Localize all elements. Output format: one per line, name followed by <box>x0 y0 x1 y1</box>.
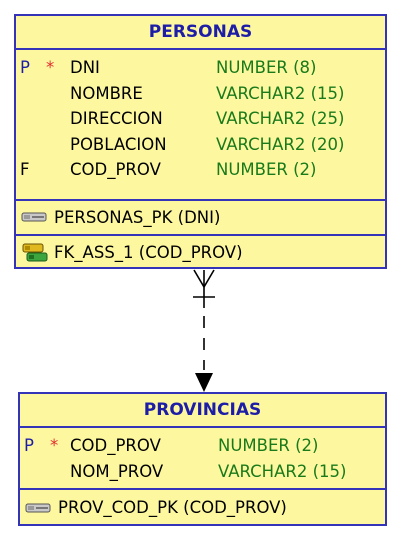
foreign-key-label: FK_ASS_1 (COD_PROV) <box>54 243 243 262</box>
key-icon <box>21 207 47 229</box>
column-type: VARCHAR2 (25) <box>216 109 345 128</box>
mandatory-mark: * <box>50 436 59 455</box>
column-type: NUMBER (2) <box>218 436 319 455</box>
entity-title: PERSONAS <box>16 16 385 50</box>
crows-foot-marker <box>193 269 215 308</box>
column-name: DIRECCION <box>70 109 163 128</box>
column-name: COD_PROV <box>70 160 161 179</box>
column-name: NOM_PROV <box>70 461 164 481</box>
column-type: NUMBER (2) <box>216 160 317 179</box>
column-type: VARCHAR2 (15) <box>218 461 347 481</box>
column-row[interactable]: DIRECCION VARCHAR2 (25) <box>16 106 385 132</box>
arrow-head <box>195 373 213 392</box>
columns-section: P * COD_PROV NUMBER (2) NOM_PROV VARCHAR… <box>20 428 385 490</box>
column-row[interactable]: NOM_PROV VARCHAR2 (15) <box>20 459 385 485</box>
entity-title: PROVINCIAS <box>20 394 385 428</box>
primary-key-flag: P <box>20 58 30 77</box>
primary-key-section[interactable]: PROV_COD_PK (COD_PROV) <box>20 490 385 526</box>
column-name: DNI <box>70 58 100 77</box>
column-row[interactable]: POBLACION VARCHAR2 (20) <box>16 132 385 158</box>
columns-section: P * DNI NUMBER (8) NOMBRE VARCHAR2 (15) … <box>16 50 385 201</box>
column-type: VARCHAR2 (20) <box>216 134 345 154</box>
foreign-key-section[interactable]: FK_ASS_1 (COD_PROV) <box>16 236 385 271</box>
key-icon <box>25 498 51 520</box>
primary-key-section[interactable]: PERSONAS_PK (DNI) <box>16 201 385 236</box>
entity-provincias[interactable]: PROVINCIAS P * COD_PROV NUMBER (2) NOM_P… <box>18 392 387 526</box>
column-row[interactable]: P * DNI NUMBER (8) <box>16 55 385 81</box>
mandatory-mark: * <box>46 58 55 77</box>
column-name: POBLACION <box>70 134 167 154</box>
column-name: NOMBRE <box>70 83 143 103</box>
column-row[interactable]: NOMBRE VARCHAR2 (15) <box>16 81 385 107</box>
primary-key-label: PERSONAS_PK (DNI) <box>54 208 221 227</box>
foreign-key-icon <box>21 241 49 269</box>
primary-key-flag: P <box>24 436 34 455</box>
column-type: NUMBER (8) <box>216 58 317 77</box>
foreign-key-flag: F <box>20 160 30 179</box>
column-type: VARCHAR2 (15) <box>216 83 345 103</box>
column-row[interactable]: F COD_PROV NUMBER (2) <box>16 157 385 183</box>
column-row[interactable]: P * COD_PROV NUMBER (2) <box>20 433 385 459</box>
column-name: COD_PROV <box>70 436 161 455</box>
entity-personas[interactable]: PERSONAS P * DNI NUMBER (8) NOMBRE VARCH… <box>14 14 387 269</box>
primary-key-label: PROV_COD_PK (COD_PROV) <box>58 498 287 517</box>
